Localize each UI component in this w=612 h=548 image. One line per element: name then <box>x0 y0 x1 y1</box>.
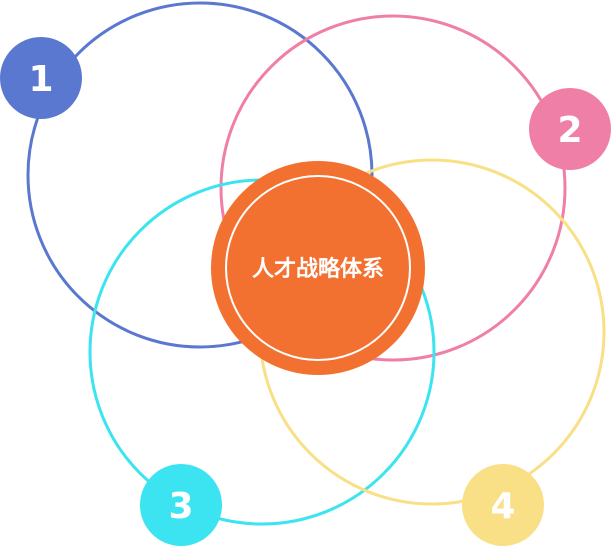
badge-4-number: 4 <box>490 486 515 527</box>
ring-1-circle <box>26 1 374 349</box>
center-label: 人才战略体系 <box>252 256 384 282</box>
badge-2-number: 2 <box>557 110 582 151</box>
badge-1-circle <box>0 37 82 119</box>
center-circle <box>211 161 425 375</box>
badge-1: 1 <box>0 37 82 119</box>
badge-1-number: 1 <box>28 59 53 100</box>
badge-2: 2 <box>529 88 611 170</box>
badge-3-circle <box>140 464 222 546</box>
center-inner-ring <box>225 175 411 361</box>
badge-4-circle <box>462 464 544 546</box>
badge-3-number: 3 <box>168 486 193 527</box>
ring-2-circle <box>219 14 567 362</box>
center-node: 人才战略体系 <box>211 161 425 375</box>
badge-3: 3 <box>140 464 222 546</box>
badge-2-circle <box>529 88 611 170</box>
badge-4: 4 <box>462 464 544 546</box>
